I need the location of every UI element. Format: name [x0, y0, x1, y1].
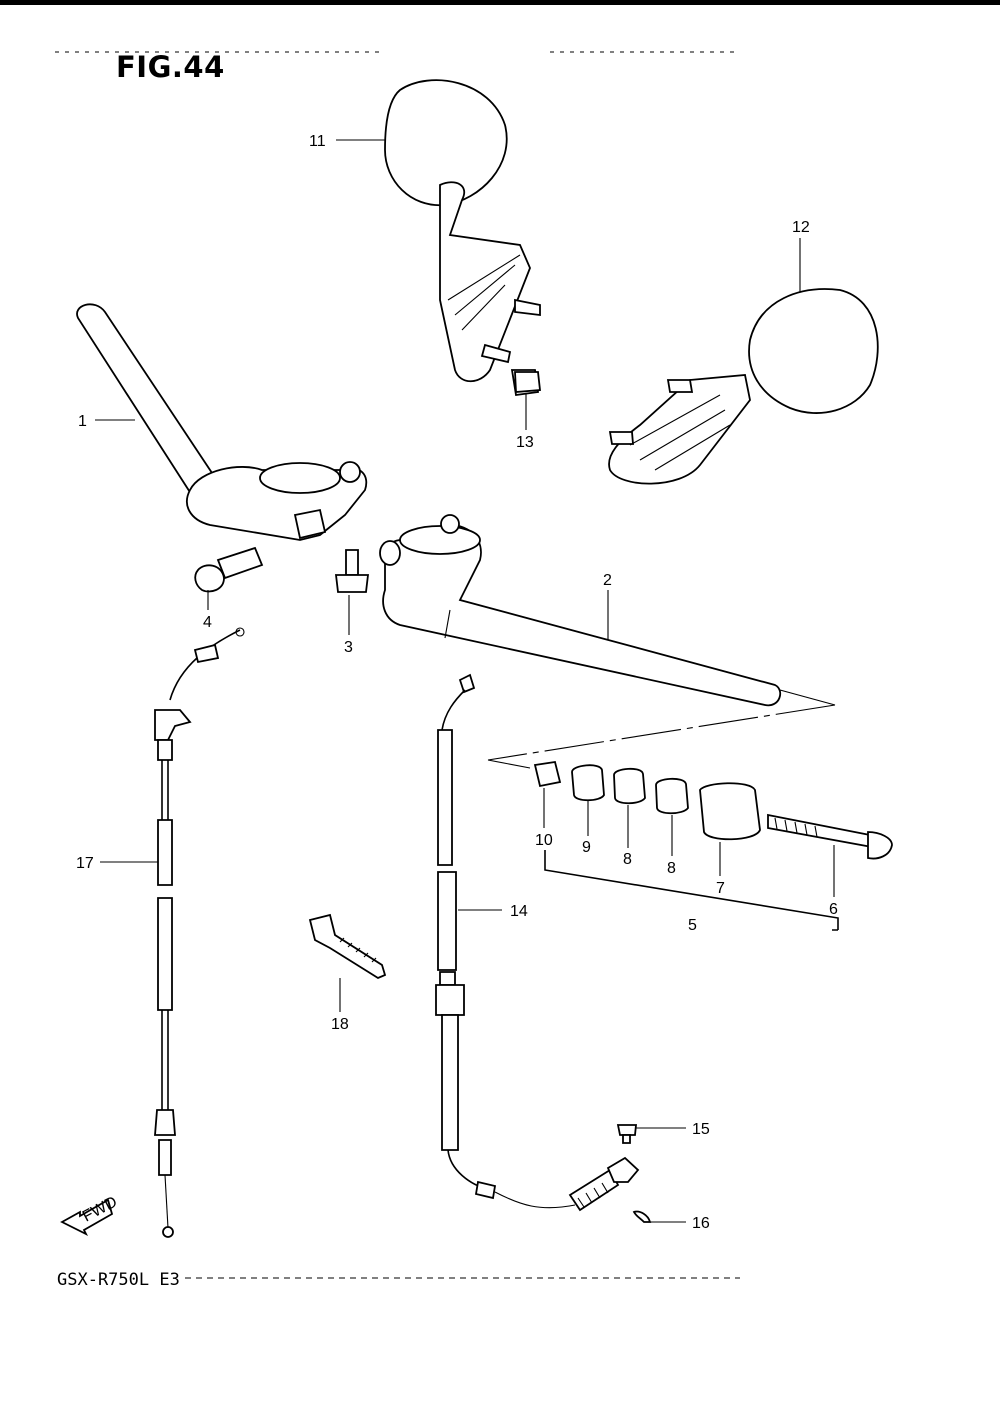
callout-15: 15 — [692, 1121, 710, 1138]
callout-6: 6 — [829, 901, 838, 918]
part-4-bolt — [194, 546, 264, 593]
explode-line-a — [779, 689, 836, 706]
callout-11: 11 — [309, 133, 326, 150]
callout-7: 7 — [716, 880, 725, 897]
callout-18: 18 — [331, 1016, 349, 1033]
callout-14: 14 — [510, 903, 528, 920]
part-2-right-handlebar — [379, 514, 782, 707]
part-5-bar-end-assembly — [487, 689, 893, 931]
part-18-cable-tie — [308, 913, 387, 980]
callout-13: 13 — [516, 434, 534, 451]
part-3-bolt — [334, 549, 370, 593]
callout-12: 12 — [792, 219, 810, 236]
callout-8b: 8 — [667, 860, 676, 877]
part-14-clutch-cable — [435, 673, 640, 1212]
part-12-right-mirror — [608, 288, 879, 485]
explode-line-b — [487, 704, 836, 761]
callout-3: 3 — [344, 639, 353, 656]
callout-17: 17 — [76, 855, 94, 872]
top-border — [0, 0, 1000, 5]
part-16-cotter-pin — [632, 1210, 652, 1223]
model-code: GSX-R750L E3 — [57, 1270, 180, 1290]
part-11-left-mirror — [384, 79, 541, 397]
callout-2: 2 — [603, 572, 612, 589]
callout-9: 9 — [582, 839, 591, 856]
callout-5: 5 — [688, 917, 697, 934]
figure-title: FIG.44 — [116, 50, 225, 84]
part-13-screw — [514, 371, 541, 393]
callout-4: 4 — [203, 614, 212, 631]
part-1-left-handlebar — [76, 303, 368, 541]
callout-16: 16 — [692, 1215, 710, 1232]
explode-line-c — [487, 759, 531, 769]
leader-lines — [95, 139, 835, 1223]
fwd-arrow-icon: FWD — [60, 1193, 120, 1237]
part-15-pin — [616, 1124, 637, 1144]
callout-10: 10 — [535, 832, 553, 849]
callout-labels: 1 2 3 4 5 6 7 8 8 9 10 11 12 13 14 15 16… — [76, 133, 838, 1232]
part-17-throttle-cable — [154, 627, 245, 1238]
callout-1: 1 — [78, 413, 87, 430]
callout-8a: 8 — [623, 851, 632, 868]
